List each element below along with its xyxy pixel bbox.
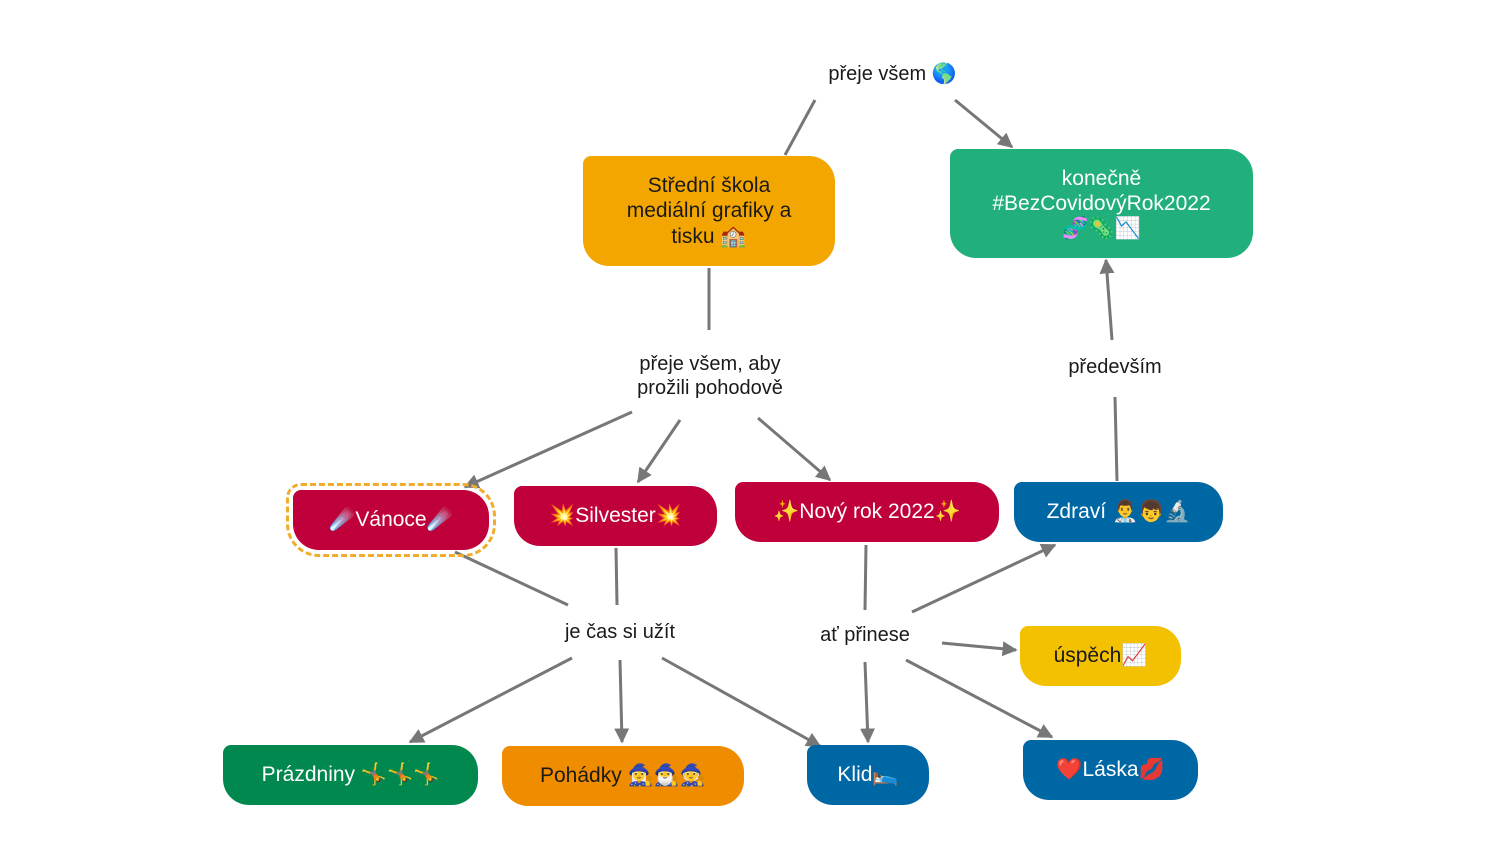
concept-calm[interactable]: Klid🛌 — [807, 745, 929, 805]
edge-wishes-enjoy-to-silvester — [636, 419, 682, 484]
concept-success[interactable]: úspěch📈 — [1020, 626, 1181, 686]
edge-time-to-enjoy-to-calm — [661, 656, 822, 748]
concept-covid-free[interactable]: konečně #BezCovidovýRok2022 🧬🦠📉 — [950, 149, 1253, 258]
edge-wishes-enjoy-to-christmas — [463, 410, 633, 489]
edge-new-year-to-may-bring — [863, 544, 868, 611]
concept-love[interactable]: ❤️Láska💋 — [1023, 740, 1198, 800]
edge-time-to-enjoy-to-fairy-tales — [614, 659, 630, 744]
concept-silvester[interactable]: 💥Silvester💥 — [514, 486, 717, 546]
edge-above-all-to-covid-free — [1099, 258, 1115, 341]
concept-christmas[interactable]: ☄️Vánoce☄️ — [286, 483, 496, 557]
link-label-time-to-enjoy: je čas si užít — [564, 620, 676, 643]
link-label-above-all: především — [1068, 355, 1162, 378]
link-label-wishes-all: přeje všem 🌎 — [828, 62, 957, 85]
edge-school-to-wishes-all — [783, 99, 817, 156]
edge-wishes-enjoy-to-new-year — [757, 416, 832, 482]
concept-holidays[interactable]: Prázdniny 🤸🤸🤸 — [223, 745, 478, 805]
edge-health-to-above-all — [1113, 396, 1119, 482]
edge-christmas-to-time-to-enjoy — [454, 550, 569, 607]
edge-silvester-to-time-to-enjoy — [614, 547, 619, 606]
edge-may-bring-to-love — [905, 658, 1054, 739]
edge-may-bring-to-success — [941, 641, 1018, 657]
edge-may-bring-to-calm — [859, 661, 875, 744]
concept-school[interactable]: Střední škola mediální grafiky a tisku 🏫 — [583, 156, 835, 266]
link-label-may-bring: ať přinese — [820, 623, 910, 646]
edge-may-bring-to-health — [911, 543, 1057, 614]
link-label-wishes-enjoy: přeje všem, aby prožili pohodově — [637, 352, 783, 399]
edge-wishes-all-to-covid-free — [954, 98, 1014, 149]
concept-health[interactable]: Zdraví 👨‍⚕️👦🔬 — [1014, 482, 1223, 542]
edge-time-to-enjoy-to-holidays — [408, 656, 573, 744]
concept-fairy-tales[interactable]: Pohádky 🧙‍♀️🧙‍♂️🧙 — [502, 746, 744, 806]
concept-new-year[interactable]: ✨Nový rok 2022✨ — [735, 482, 999, 542]
